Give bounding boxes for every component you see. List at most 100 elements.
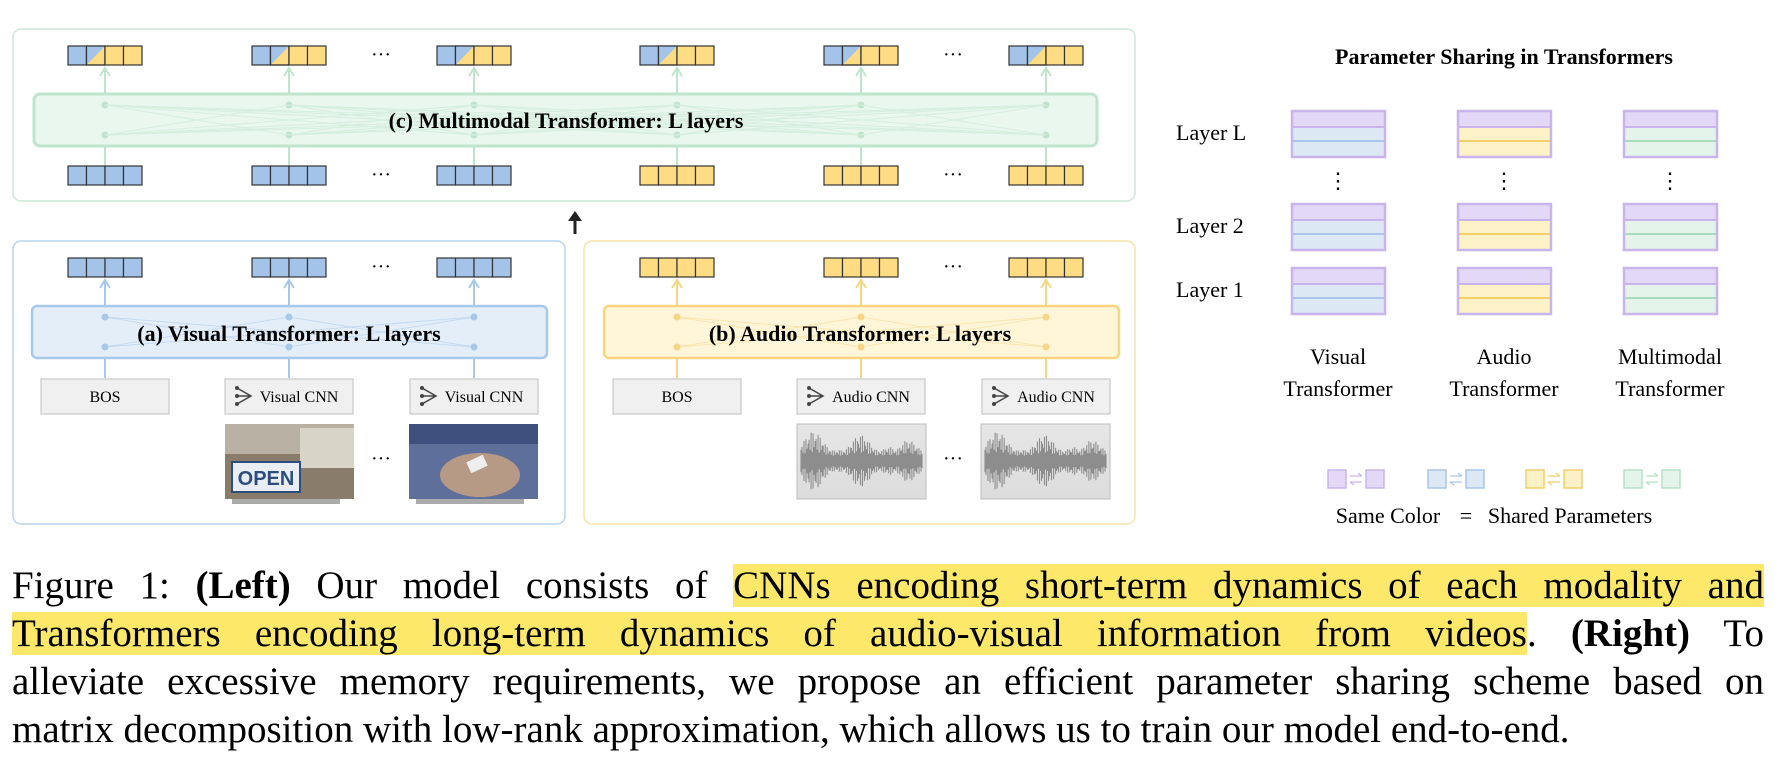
waveform (800, 432, 923, 490)
layer-label: Layer L (1176, 120, 1246, 145)
token-cell (122, 257, 143, 278)
token (436, 45, 512, 66)
audio-transformer-title: (b) Audio Transformer: L layers (709, 321, 1012, 346)
token-cell (1063, 45, 1084, 66)
swatch (1563, 469, 1583, 489)
token (823, 165, 899, 186)
token-cell (823, 45, 844, 66)
attention-edge (288, 316, 475, 348)
cnn-icon-path (808, 387, 825, 405)
token-cell-split (455, 46, 474, 65)
column-label: Transformer (1449, 376, 1559, 401)
token-cell (1026, 165, 1047, 186)
swap-arrow-icon (1449, 481, 1462, 486)
parameter-block (1456, 109, 1553, 159)
token-cell (694, 165, 715, 186)
token-cell (841, 257, 862, 278)
token (436, 257, 512, 278)
sharing-title: Parameter Sharing in Transformers (1335, 44, 1673, 69)
column-label: Multimodal (1618, 344, 1722, 369)
layer-label: Layer 1 (1176, 277, 1244, 302)
architecture-figure: (c) Multimodal Transformer: L layers (a)… (12, 28, 1725, 528)
token (1008, 257, 1084, 278)
token-cell (1045, 165, 1066, 186)
input-box (796, 378, 926, 415)
arrow-head (671, 278, 683, 289)
parameter-block (1290, 266, 1387, 316)
attention-edge (676, 316, 1047, 348)
token-cell (269, 165, 290, 186)
param-row (1292, 284, 1385, 298)
parameter-block (1290, 202, 1387, 252)
param-row (1458, 141, 1551, 157)
token-cell (639, 165, 660, 186)
input-box (40, 378, 170, 415)
audio-transformer-layer (602, 278, 1121, 378)
attention-edge (473, 104, 1047, 136)
swap-arrow-icon (1547, 481, 1560, 486)
token (1008, 165, 1084, 186)
param-row (1292, 204, 1385, 220)
token (1008, 45, 1084, 66)
parameter-block (1290, 109, 1387, 159)
ellipsis: ··· (371, 448, 391, 470)
param-row (1458, 220, 1551, 234)
token (823, 45, 899, 66)
arrow-head (855, 278, 867, 289)
waveform (984, 432, 1107, 490)
cnn-icon-node (420, 394, 424, 398)
param-row (1292, 220, 1385, 234)
token-cell-split (842, 46, 861, 65)
param-row (1458, 204, 1551, 220)
token (251, 45, 327, 66)
param-row (1624, 268, 1717, 284)
visual-transformer-layer (30, 278, 549, 378)
cnn-icon-node (235, 394, 239, 398)
parameter-block (1622, 109, 1719, 159)
token-cell (288, 257, 309, 278)
token-cell-split (658, 46, 677, 65)
cnn-icon-node (235, 402, 239, 406)
token (251, 165, 327, 186)
caption-line: matrix decomposition with low-rank appro… (12, 708, 1570, 751)
token-cell (454, 257, 475, 278)
param-row (1292, 268, 1385, 284)
token-cell (269, 257, 290, 278)
token-cell (454, 165, 475, 186)
token-cell (122, 165, 143, 186)
ellipsis: ··· (943, 44, 963, 66)
video-frame-image: OPEN (225, 424, 354, 504)
param-row (1624, 141, 1717, 157)
token-cell (1008, 45, 1029, 66)
left-tag: (Left) (195, 564, 291, 607)
token-cell (657, 257, 678, 278)
highlighted-text: CNNs encoding short-term dynamics of eac… (733, 564, 1764, 607)
cnn-box: Visual CNN (224, 378, 354, 415)
bos-box: BOS (612, 378, 742, 415)
cnn-icon (807, 386, 825, 406)
ellipsis: ··· (371, 44, 391, 66)
cnn-icon-node (992, 402, 996, 406)
token-cell (823, 257, 844, 278)
cnn-icon-node (807, 386, 811, 390)
param-row (1292, 298, 1385, 314)
token-cell (860, 165, 881, 186)
token-cell (436, 165, 457, 186)
swap-arrow-icon (1350, 472, 1363, 477)
token-cell (1063, 257, 1084, 278)
vertical-ellipsis: ⋮ (1327, 168, 1349, 193)
token (639, 165, 715, 186)
swap-arrow-icon (1450, 472, 1463, 477)
input-box (409, 378, 539, 415)
token-cell (288, 165, 309, 186)
param-row (1458, 111, 1551, 127)
swatch (1525, 469, 1545, 489)
arrow-head (855, 66, 867, 77)
ellipsis: ··· (371, 256, 391, 278)
svg-text:OPEN: OPEN (238, 468, 295, 490)
parameter-block (1622, 266, 1719, 316)
token-cell (1063, 165, 1084, 186)
attention-edge (104, 316, 290, 348)
param-row (1624, 284, 1717, 298)
cnn-box: Visual CNN (409, 378, 539, 415)
